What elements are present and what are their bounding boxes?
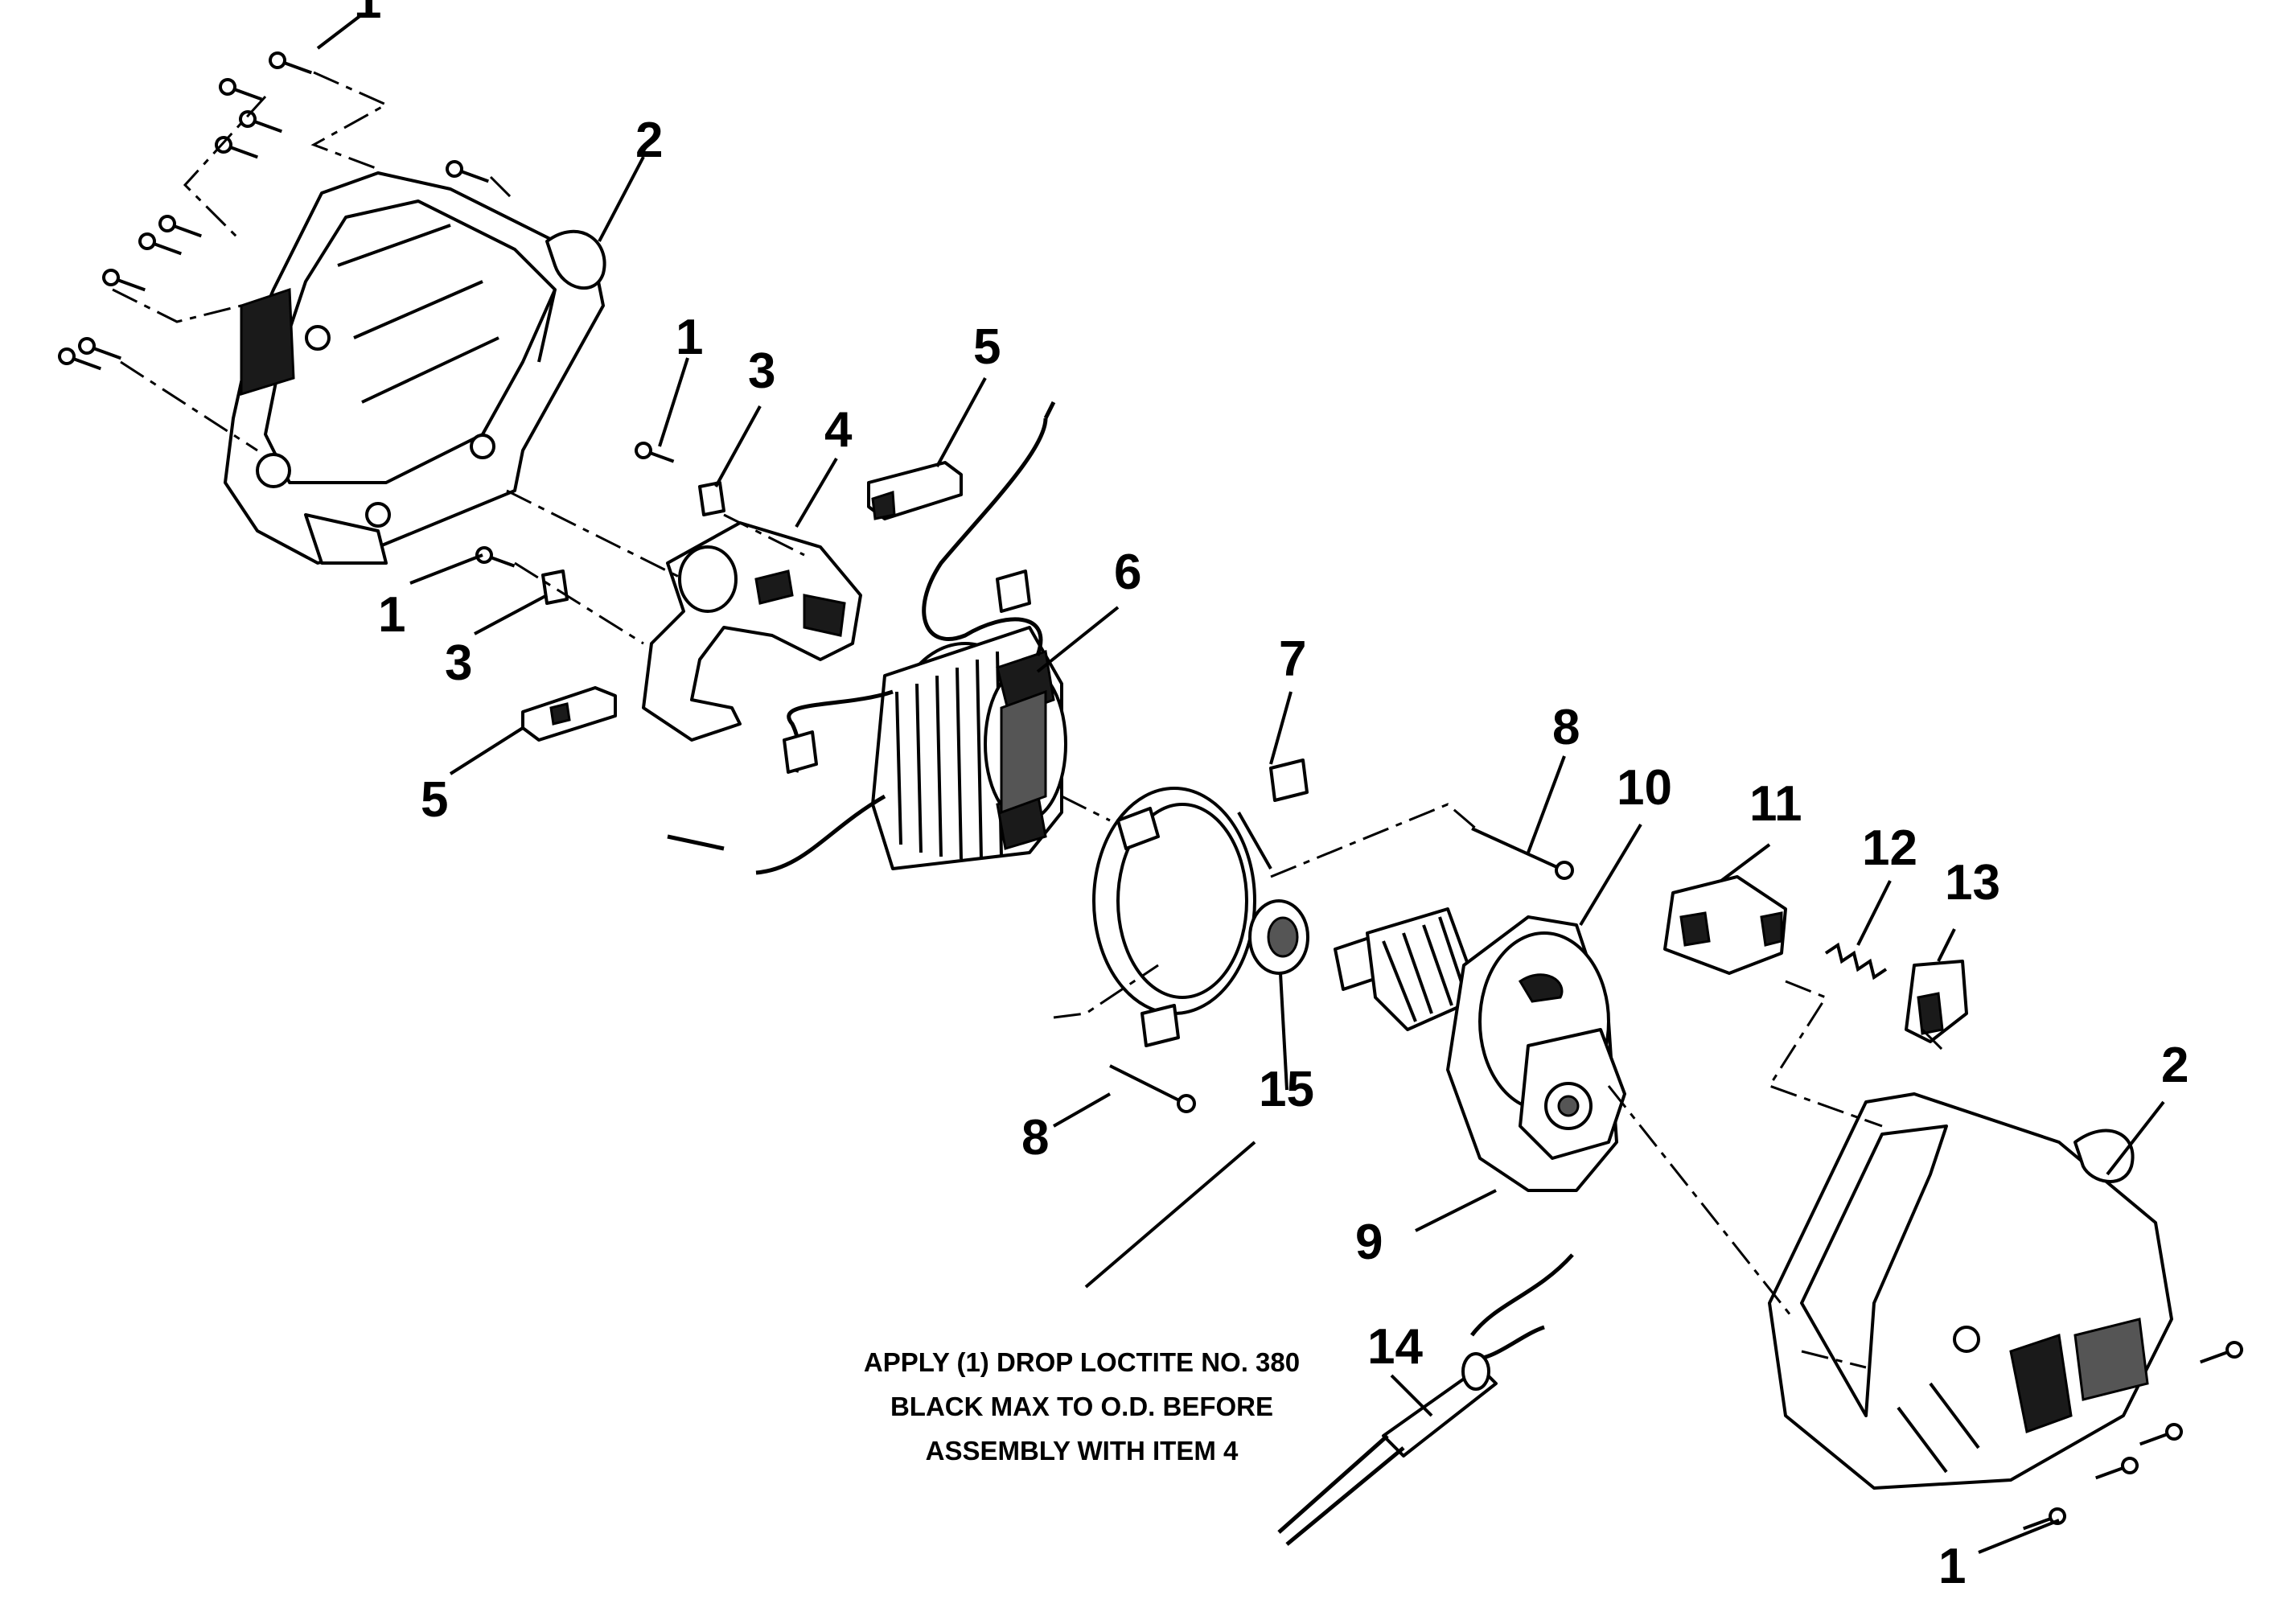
callout-13: 13	[1945, 855, 2000, 911]
callout-2-left: 2	[635, 113, 663, 168]
callout-9: 9	[1355, 1215, 1383, 1270]
right-housing-screws	[2023, 1341, 2243, 1531]
assembly-note: APPLY (1) DROP LOCTITE NO. 380 BLACK MAX…	[864, 1347, 1300, 1466]
left-housing-screws	[58, 51, 516, 452]
callout-6: 6	[1114, 545, 1141, 600]
callout-15: 15	[1259, 1062, 1314, 1117]
callout-14: 14	[1367, 1319, 1423, 1375]
callout-4: 4	[824, 402, 853, 458]
switch-part	[1663, 875, 1787, 975]
button-part	[1905, 960, 1968, 1043]
callout-7: 7	[1279, 631, 1306, 687]
callout-5-upper: 5	[973, 319, 1001, 375]
spring-part	[1824, 942, 1888, 981]
callout-10: 10	[1617, 760, 1672, 816]
callout-5-lower: 5	[421, 772, 448, 828]
note-line-3: ASSEMBLY WITH ITEM 4	[926, 1436, 1239, 1466]
brush-upper-part	[867, 461, 963, 520]
armature-part	[1334, 907, 1482, 1031]
callout-8-lower: 8	[1021, 1110, 1049, 1166]
callout-labels: 1 2 1 3 4 5 1 3 5 6 7 8 10 11 12 13 2 8 …	[354, 0, 2189, 1594]
callout-1-bottom: 1	[1938, 1539, 1966, 1594]
baffle-ring-part	[1092, 759, 1309, 1047]
leader-lines	[316, 13, 2165, 1554]
callout-1-top: 1	[354, 0, 381, 29]
brush-lower-part	[521, 686, 617, 742]
callout-12: 12	[1862, 820, 1917, 876]
field-stator-part	[871, 626, 1067, 870]
right-housing-part	[1768, 1092, 2173, 1490]
bearing-part	[1248, 899, 1309, 975]
callout-1-lower: 1	[378, 587, 405, 643]
left-housing-part	[224, 171, 606, 565]
gear-housing-part	[1446, 915, 1626, 1192]
callout-3-lower: 3	[445, 635, 472, 691]
cord-part	[1277, 1253, 1574, 1546]
callout-3-upper: 3	[748, 343, 775, 399]
callout-11: 11	[1749, 776, 1802, 832]
callout-8-upper: 8	[1552, 700, 1580, 755]
assembly-centerlines	[506, 489, 1948, 1369]
note-line-2: BLACK MAX TO O.D. BEFORE	[890, 1392, 1273, 1421]
brush-clips-screws	[475, 442, 805, 645]
note-line-1: APPLY (1) DROP LOCTITE NO. 380	[864, 1347, 1300, 1377]
callout-1-mid: 1	[676, 310, 703, 365]
brush-holder-part	[642, 521, 862, 742]
stator-wires	[667, 401, 1056, 875]
callout-2-right: 2	[2161, 1038, 2189, 1093]
baffle-screws	[1053, 803, 1574, 1113]
